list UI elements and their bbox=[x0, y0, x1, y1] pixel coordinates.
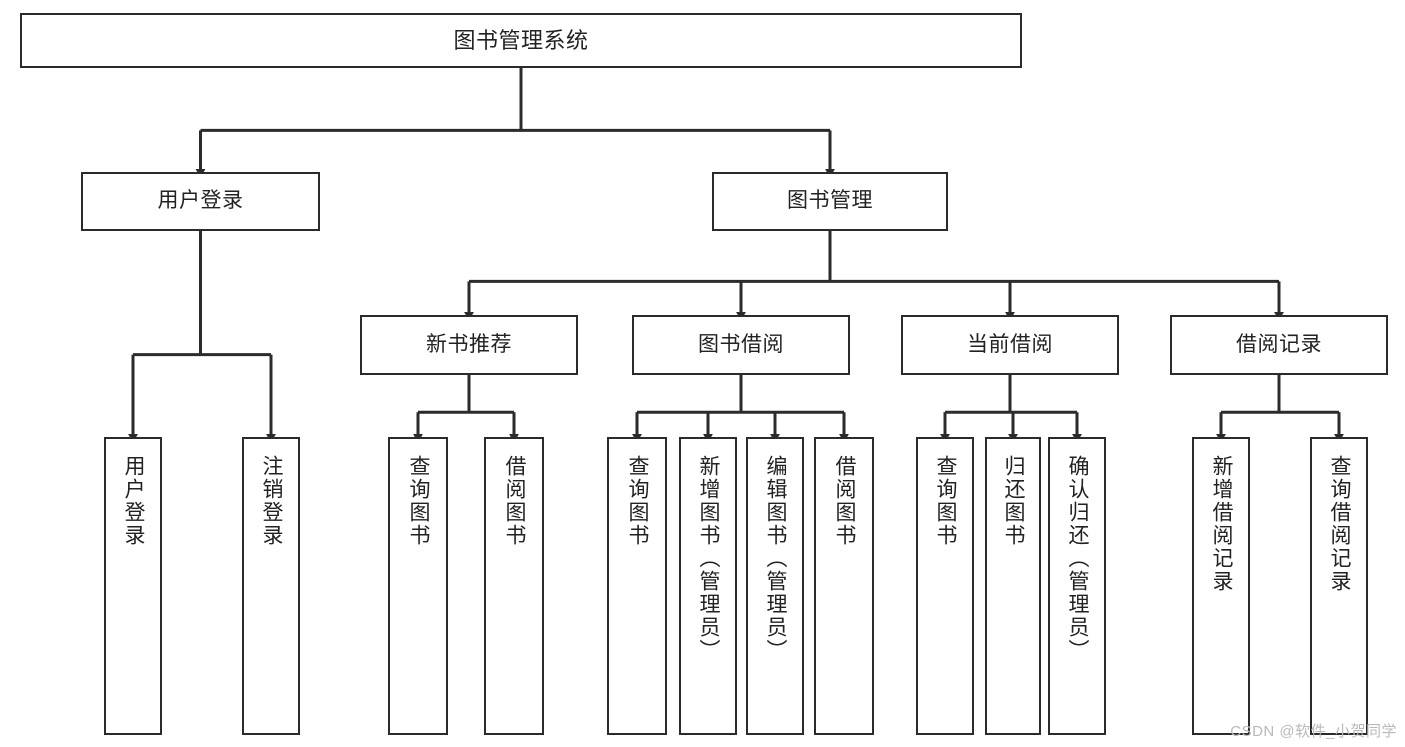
node-label: 用户登录 bbox=[122, 455, 146, 547]
node-leaf-user-login[interactable]: 用户登录 bbox=[104, 437, 162, 735]
node-newbook[interactable]: 新书推荐 bbox=[360, 315, 578, 375]
node-label: 查询图书 bbox=[934, 455, 958, 547]
node-label: 当前借阅 bbox=[967, 332, 1053, 356]
node-label: 借阅图书 bbox=[833, 455, 857, 547]
node-leaf-confirm-return[interactable]: 确认归还（管理员） bbox=[1048, 437, 1106, 735]
node-root[interactable]: 图书管理系统 bbox=[20, 13, 1022, 68]
node-label: 图书借阅 bbox=[698, 332, 784, 356]
node-leaf-return-book[interactable]: 归还图书 bbox=[985, 437, 1041, 735]
node-leaf-user-logout[interactable]: 注销登录 bbox=[242, 437, 300, 735]
node-leaf-borrow-book-2[interactable]: 借阅图书 bbox=[814, 437, 874, 735]
node-leaf-query-record[interactable]: 查询借阅记录 bbox=[1310, 437, 1368, 735]
node-label: 新书推荐 bbox=[426, 332, 512, 356]
node-label: 图书管理 bbox=[787, 189, 873, 213]
node-leaf-add-record[interactable]: 新增借阅记录 bbox=[1192, 437, 1250, 735]
node-label: 新增借阅记录 bbox=[1210, 455, 1234, 593]
node-leaf-query-book-1[interactable]: 查询图书 bbox=[388, 437, 448, 735]
node-label: 新增图书（管理员） bbox=[697, 455, 721, 662]
node-current[interactable]: 当前借阅 bbox=[901, 315, 1119, 375]
watermark-text: CSDN @软件_小贺同学 bbox=[1230, 723, 1397, 740]
node-label: 用户登录 bbox=[157, 189, 244, 213]
node-label: 图书管理系统 bbox=[453, 27, 589, 53]
node-label: 借阅记录 bbox=[1236, 332, 1322, 356]
node-label: 归还图书 bbox=[1002, 455, 1026, 547]
node-label: 编辑图书（管理员） bbox=[764, 455, 788, 662]
node-login[interactable]: 用户登录 bbox=[81, 172, 320, 231]
node-records[interactable]: 借阅记录 bbox=[1170, 315, 1388, 375]
node-label: 查询借阅记录 bbox=[1328, 455, 1352, 593]
node-label: 查询图书 bbox=[407, 455, 431, 547]
node-borrow[interactable]: 图书借阅 bbox=[632, 315, 850, 375]
node-label: 查询图书 bbox=[626, 455, 650, 547]
node-leaf-edit-book[interactable]: 编辑图书（管理员） bbox=[746, 437, 804, 735]
node-leaf-borrow-book-1[interactable]: 借阅图书 bbox=[484, 437, 544, 735]
node-label: 注销登录 bbox=[260, 455, 284, 547]
node-bookmgmt[interactable]: 图书管理 bbox=[712, 172, 948, 231]
node-leaf-query-book-3[interactable]: 查询图书 bbox=[916, 437, 974, 735]
node-leaf-add-book[interactable]: 新增图书（管理员） bbox=[679, 437, 737, 735]
node-label: 借阅图书 bbox=[503, 455, 527, 547]
node-label: 确认归还（管理员） bbox=[1066, 455, 1090, 662]
node-leaf-query-book-2[interactable]: 查询图书 bbox=[607, 437, 667, 735]
